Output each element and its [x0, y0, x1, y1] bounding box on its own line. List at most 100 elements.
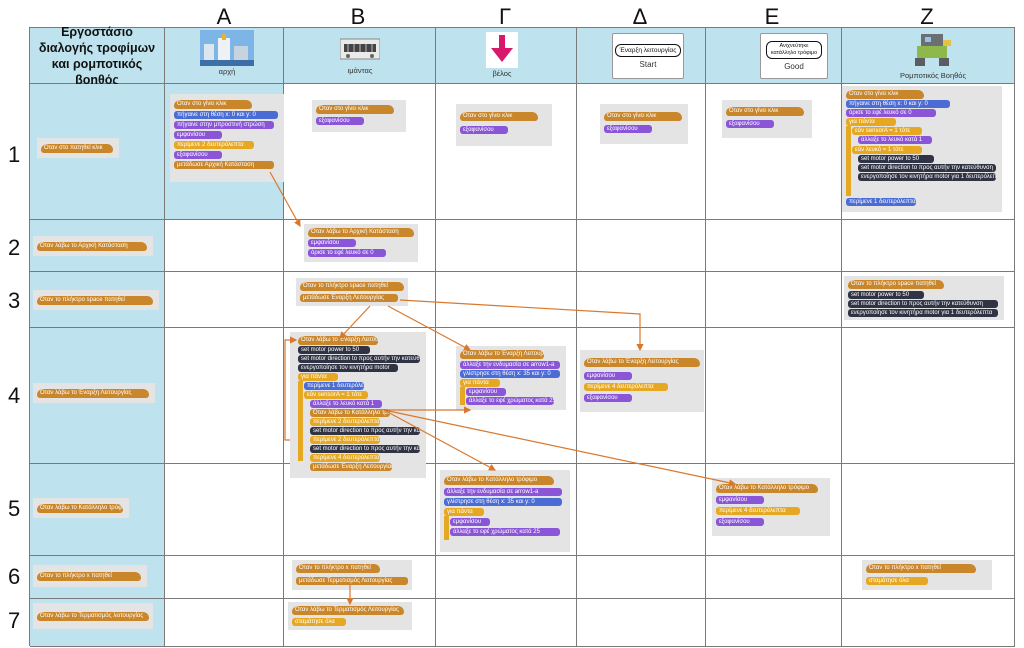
cell-e6 — [706, 556, 842, 599]
script-b4-motor-dir-2: set motor direction to προς αυτήν την κα… — [310, 427, 420, 435]
row-event-panel-3: Όταν το πλήκτρο space πατηθεί — [33, 290, 159, 310]
script-d4-show: εμφανίσου — [584, 372, 632, 380]
cell-a6 — [165, 556, 284, 599]
script-f1-motor-on: ενεργοποίησε τον κινητήρα motor για 1 δε… — [858, 173, 996, 181]
script-d1-hat: Όταν στο γίνει κλικ — [604, 112, 682, 121]
good-sign: Ανιχνεύτηκε κατάλληλο τρόφιμο Good — [760, 33, 828, 79]
row-event-panel-5: Όταν λάβω το Κατάλληλο τρόφιμο — [33, 498, 129, 518]
cell-c7 — [436, 599, 577, 647]
script-a1-wait: περίμενε 2 δευτερόλεπτα — [174, 141, 254, 149]
script-c1-hide: εξαφανίσου — [460, 126, 508, 134]
script-b4-hat: Όταν λάβω το Έναρξη Λειτουργίας — [298, 336, 378, 345]
sprite-good-sign-thumb: Ανιχνεύτηκε κατάλληλο τρόφιμο Good — [760, 33, 828, 79]
script-panel-c5: Όταν λάβω το Κατάλληλο τρόφιμο άλλαξε τη… — [440, 470, 570, 552]
script-panel-b3: Όταν το πλήκτρο space πατηθεί μετάδωσε Έ… — [296, 278, 408, 306]
table-title: Εργοστάσιο διαλογής τροφίμων και ρομποτι… — [30, 25, 165, 87]
row-event-block-4: Όταν λάβω το Έναρξη Λειτουργίας — [37, 389, 149, 398]
script-f1-if-white: εάν λευκό = 1 τότε — [852, 146, 922, 154]
script-c1-hat: Όταν στο γίνει κλικ — [460, 112, 538, 121]
script-e1-hide: εξαφανίσου — [726, 120, 774, 128]
script-panel-e5: Όταν λάβω το Κατάλληλο τρόφιμο εμφανίσου… — [712, 478, 830, 536]
script-a1-front: πήγαινε στην μπροστινή στρώση — [174, 121, 274, 129]
start-sign-label: Start — [639, 59, 657, 69]
cell-c3 — [436, 272, 577, 328]
script-d4-hide: εξαφανίσου — [584, 394, 632, 402]
row-event-block-6: Όταν το πλήκτρο x πατηθεί — [37, 572, 141, 581]
row-event-panel-4: Όταν λάβω το Έναρξη Λειτουργίας — [33, 383, 155, 403]
sprite-label-belt: ιμάντας — [347, 66, 373, 75]
start-sign-text: Έναρξη λειτουργίας — [614, 43, 682, 57]
script-f6-hat: Όταν το πλήκτρο x πατηθεί — [866, 564, 976, 573]
script-b4-if-sensor: εάν sensorA = 1 τότε — [304, 391, 368, 399]
script-b4-broadcast-good: Όταν λάβω το Κατάλληλο τρόφιμο — [310, 409, 390, 417]
script-b4-motor-dir: set motor direction to προς αυτήν την κα… — [298, 355, 420, 363]
sprite-start-thumb: αρχή — [200, 30, 254, 76]
script-panel-c4: Όταν λάβω το Έναρξη Λειτουργίας άλλαξε τ… — [456, 346, 566, 410]
script-c5-forever-bar — [444, 516, 449, 540]
script-b1-hide: εξαφανίσου — [316, 117, 364, 125]
column-header-e: Ε — [764, 4, 780, 29]
script-b7-stop: σταμάτησε όλα — [292, 618, 346, 626]
script-f1-motor-power: set motor power to 50 — [858, 155, 934, 163]
cell-f7 — [842, 599, 1015, 647]
row-event-block-3: Όταν το πλήκτρο space πατηθεί — [37, 296, 153, 305]
cell-e3 — [706, 272, 842, 328]
row-number-6: 6 — [8, 564, 21, 589]
script-panel-b6: Όταν το πλήκτρο x πατηθεί μετάδωσε Τερμα… — [292, 560, 412, 590]
row-number-4: 4 — [8, 383, 21, 408]
script-e5-hide: εξαφανίσου — [716, 518, 764, 526]
sprite-arrow-thumb: βέλος — [486, 32, 518, 78]
script-panel-b2: Όταν λάβω το Αρχική Κατάσταση εμφανίσου … — [304, 224, 418, 262]
script-f1-forever: για πάντα — [846, 118, 896, 126]
script-f3-motor-dir: set motor direction to προς αυτήν την κα… — [848, 300, 998, 308]
script-b4-wait2b: περίμενε 2 δευτερόλεπτα — [310, 436, 380, 444]
cell-e2 — [706, 220, 842, 272]
script-c5-glide: γλίστρησε στη θέση x: 35 και y: 0 — [444, 498, 562, 506]
script-f6-stop: σταμάτησε όλα — [866, 577, 928, 585]
row-event-block-2: Όταν λάβω το Αρχική Κατάσταση — [37, 242, 147, 251]
arrow-down-icon — [486, 32, 518, 68]
row-number-7: 7 — [8, 608, 21, 633]
script-c5-forever: για πάντα — [444, 508, 484, 516]
script-b6-broadcast: μετάδωσε Τερματισμός Λειτουργίας — [296, 577, 408, 585]
row-event-panel-2: Όταν λάβω το Αρχική Κατάσταση — [33, 236, 153, 256]
script-panel-e1: Όταν στο γίνει κλικ εξαφανίσου — [722, 100, 812, 138]
script-f1-effect: όρισε το εφέ λευκό σε 0 — [846, 109, 936, 117]
script-b2-effect: όρισε το εφέ λευκό σε 0 — [308, 249, 386, 257]
script-panel-a1: Όταν στο γίνει κλικ πήγαινε στη θέση x: … — [170, 94, 284, 182]
script-c4-show: εμφανίσου — [466, 388, 506, 396]
factory-scene-icon — [200, 30, 254, 66]
row-event-block-1: Όταν στο πατηθεί κλικ — [41, 144, 113, 153]
column-header-c: Γ — [498, 4, 512, 29]
script-c4-effect: άλλαξε το εφέ χρώματος κατά 25 — [466, 397, 554, 405]
row-number-2: 2 — [8, 235, 21, 260]
script-c4-costume: άλλαξε την ενδυμασία σε arrow1-a — [460, 361, 560, 369]
sprite-label-start: αρχή — [218, 67, 236, 76]
cell-a2 — [165, 220, 284, 272]
column-header-b: Β — [350, 4, 366, 29]
script-b4-forever: για πάντα — [298, 373, 338, 381]
cell-a7 — [165, 599, 284, 647]
script-d4-hat: Όταν λάβω το Έναρξη Λειτουργίας — [584, 358, 700, 367]
script-a1-show: εμφανίσου — [174, 131, 222, 139]
script-b6-hat: Όταν το πλήκτρο x πατηθεί — [296, 564, 380, 573]
script-panel-f1: Όταν στο γίνει κλικ πήγαινε στη θέση x: … — [842, 86, 1002, 212]
script-b4-change-white: άλλαξε το λευκό κατά 1 — [310, 400, 382, 408]
script-panel-b4: Όταν λάβω το Έναρξη Λειτουργίας set moto… — [290, 332, 426, 478]
script-c4-forever: για πάντα — [460, 379, 500, 387]
cell-a4 — [165, 328, 284, 464]
good-sign-text: Ανιχνεύτηκε κατάλληλο τρόφιμο — [766, 41, 822, 59]
script-panel-c1: Όταν στο γίνει κλικ εξαφανίσου — [456, 104, 552, 146]
script-b4-motor-power: set motor power to 50 — [298, 346, 370, 354]
sprite-robot-thumb: Ρομποτικός Βοηθός — [900, 30, 966, 80]
script-b3-hat: Όταν το πλήκτρο space πατηθεί — [300, 282, 404, 291]
cell-d7 — [577, 599, 706, 647]
script-e5-hat: Όταν λάβω το Κατάλληλο τρόφιμο — [716, 484, 818, 493]
script-f1-wait1: περίμενε 1 δευτερόλεπτα — [846, 198, 916, 206]
script-b2-hat: Όταν λάβω το Αρχική Κατάσταση — [308, 228, 414, 237]
script-c4-forever-bar — [460, 387, 465, 405]
row-event-block-7: Όταν λάβω το Τερματισμός λειτουργίας — [37, 612, 149, 621]
script-e5-wait: περίμενε 4 δευτερόλεπτα — [716, 507, 800, 515]
script-c4-glide: γλίστρησε στη θέση x: 35 και y: 0 — [460, 370, 560, 378]
script-a1-hide: εξαφανίσου — [174, 151, 222, 159]
